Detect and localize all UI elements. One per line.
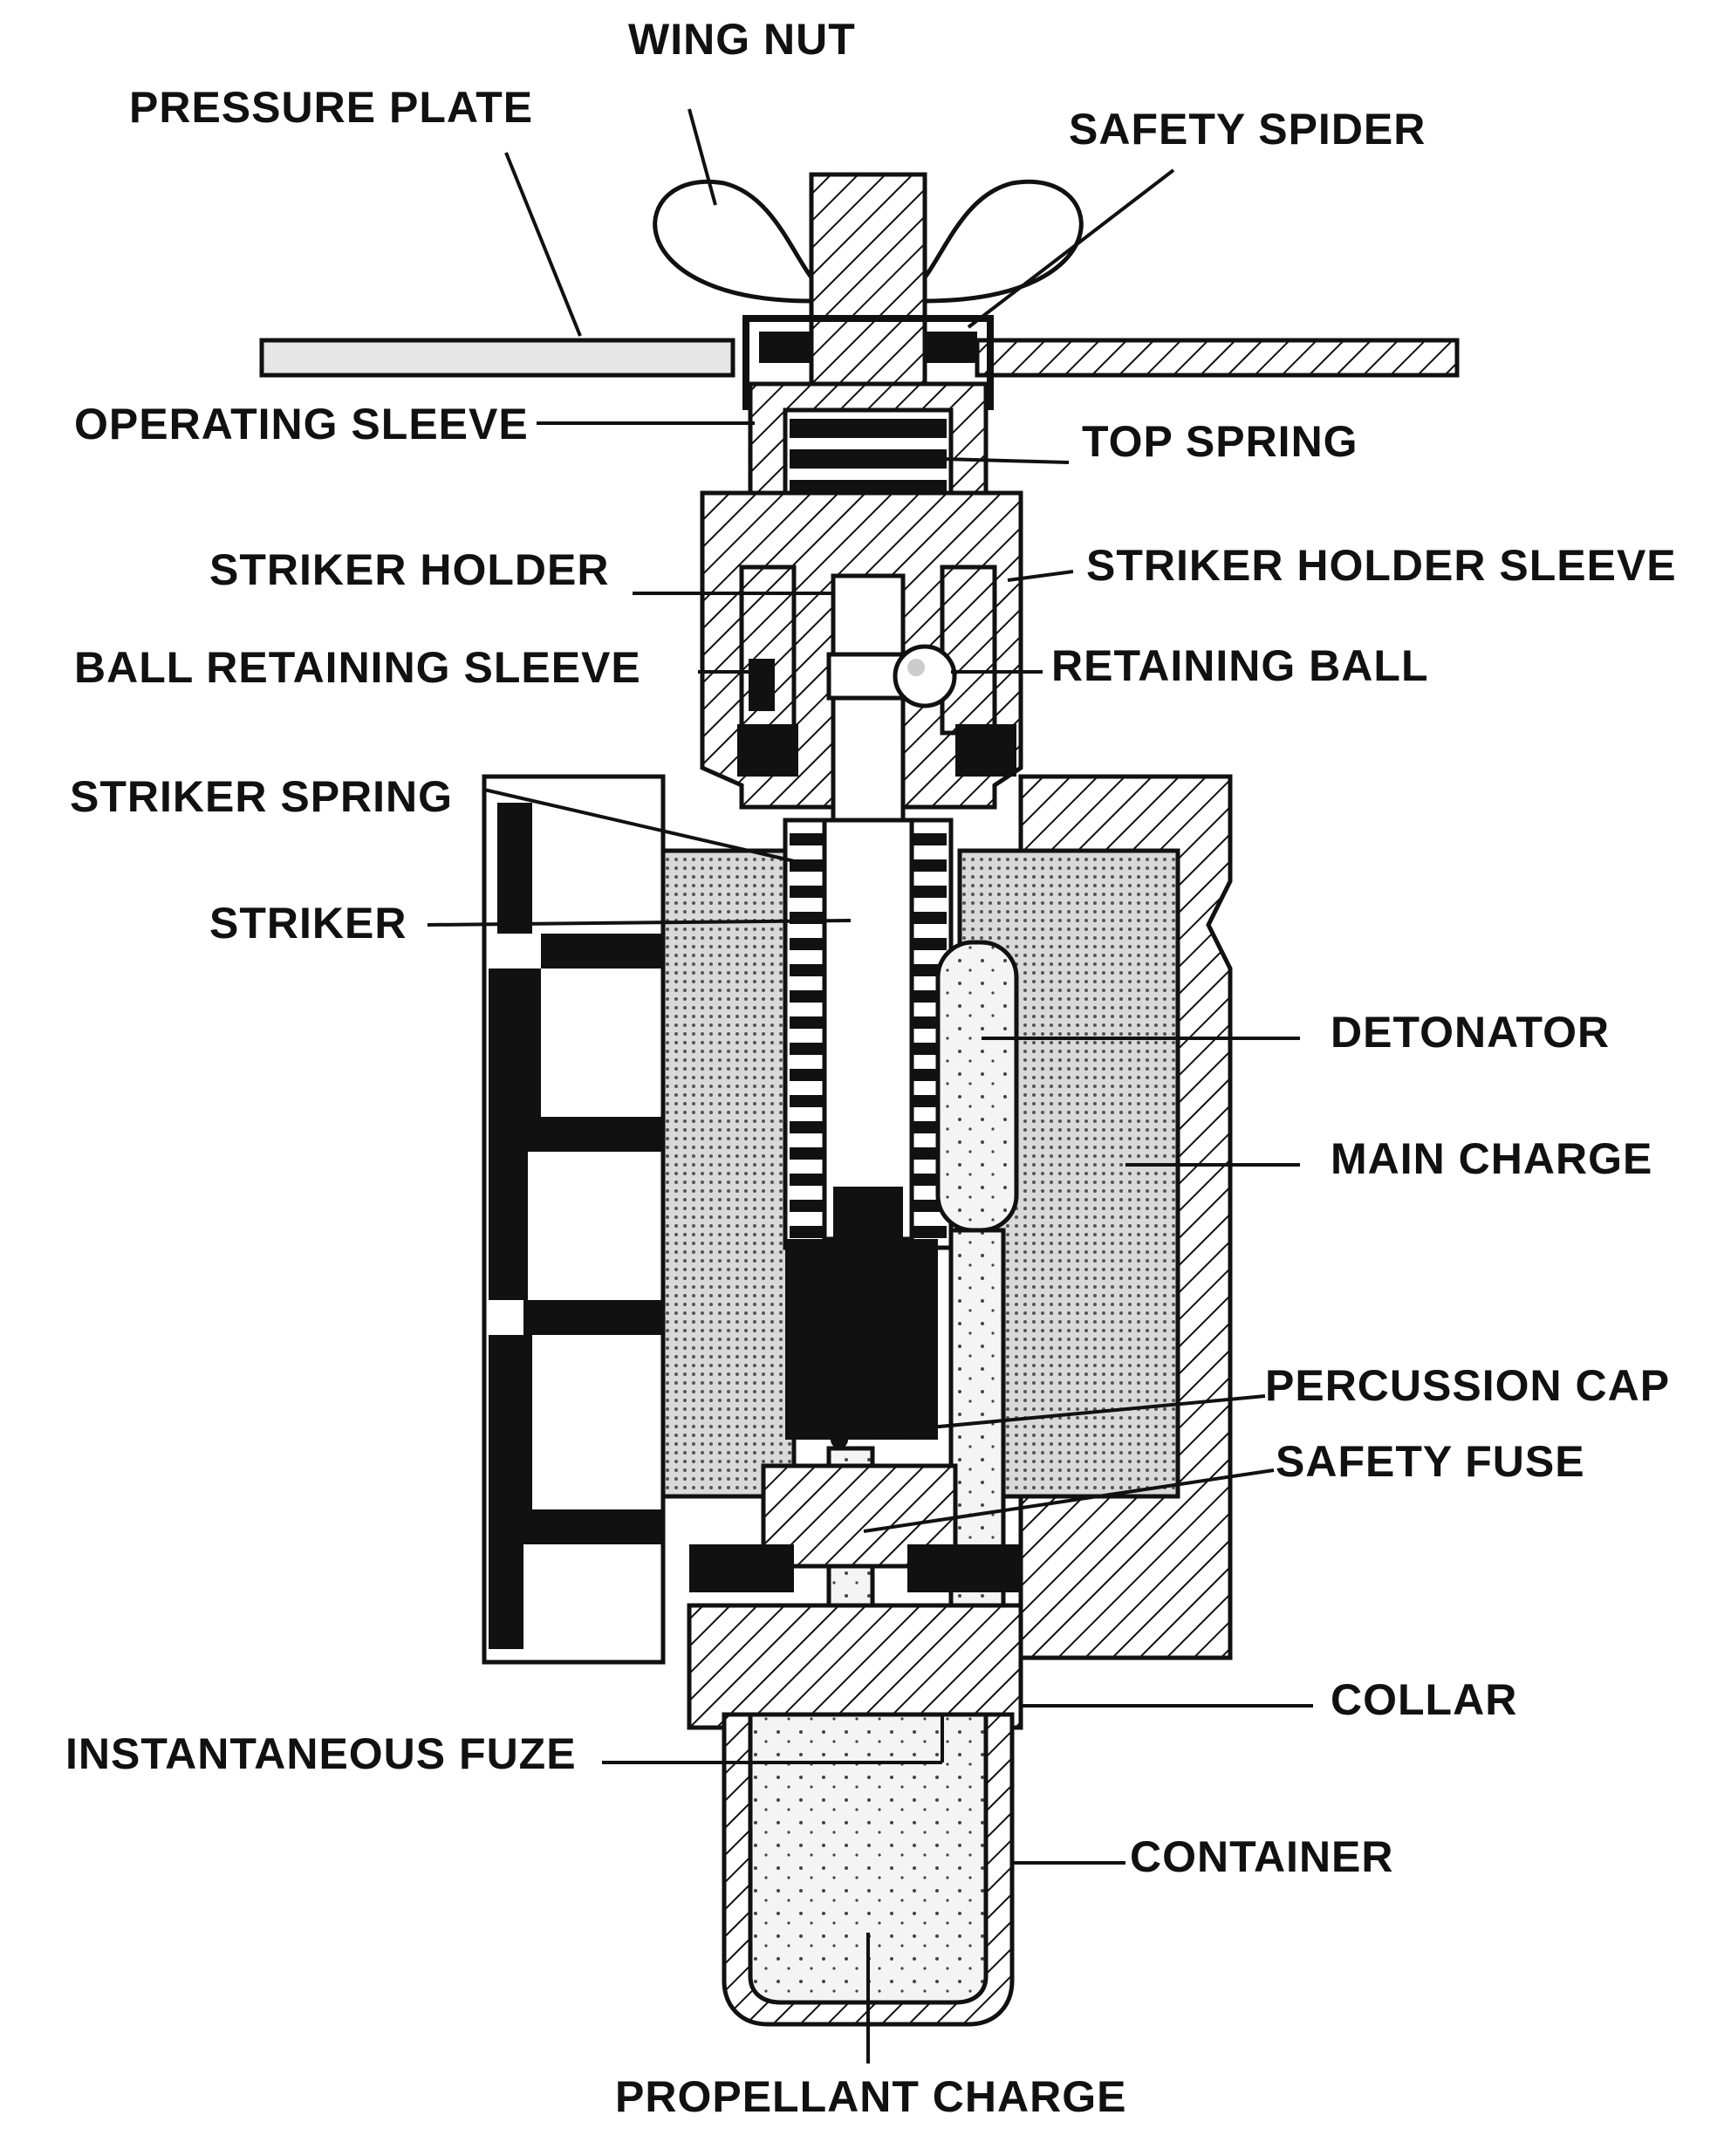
- spring-coil: [790, 886, 824, 898]
- spring-coil: [790, 1095, 824, 1107]
- safety-spider: [742, 315, 994, 410]
- spring-coil: [790, 1121, 824, 1133]
- striker-weight: [785, 1239, 938, 1440]
- spring-coil: [790, 964, 824, 976]
- spring-coil: [912, 1226, 947, 1238]
- label-percussion-cap: PERCUSSION CAP: [1265, 1361, 1670, 1410]
- spring-coil: [790, 990, 824, 1003]
- lower-housing: [689, 1463, 1021, 1592]
- collar: [687, 1603, 1023, 1730]
- label-top-spring: TOP SPRING: [1082, 417, 1358, 466]
- label-safety-fuse: SAFETY FUSE: [1276, 1437, 1585, 1486]
- label-ball-retaining-sleeve: BALL RETAINING SLEEVE: [74, 643, 641, 692]
- label-safety-spider: SAFETY SPIDER: [1069, 105, 1426, 154]
- labels: WING NUT PRESSURE PLATE SAFETY SPIDER OP…: [65, 15, 1677, 2121]
- label-collar: COLLAR: [1331, 1675, 1517, 1724]
- pressure-plate: [259, 338, 1460, 378]
- ball-retaining-sleeve: [737, 565, 1016, 777]
- spring-coil: [790, 1016, 824, 1029]
- propellant-charge: [748, 1712, 989, 2005]
- label-striker: STRIKER: [209, 899, 407, 948]
- label-retaining-ball: RETAINING BALL: [1051, 641, 1428, 690]
- label-main-charge: MAIN CHARGE: [1331, 1134, 1652, 1183]
- striker-holder: [826, 573, 910, 832]
- label-striker-spring: STRIKER SPRING: [70, 772, 453, 821]
- label-propellant-charge: PROPELLANT CHARGE: [615, 2072, 1126, 2121]
- label-striker-holder: STRIKER HOLDER: [209, 545, 609, 594]
- spring-coil: [790, 1200, 824, 1212]
- spring-coil: [912, 938, 947, 950]
- spring-coil: [790, 1174, 824, 1186]
- label-wing-nut: WING NUT: [628, 15, 856, 64]
- spring-coil: [912, 912, 947, 924]
- spring-coil: [912, 859, 947, 872]
- label-striker-holder-sleeve: STRIKER HOLDER SLEEVE: [1086, 541, 1677, 590]
- spring-coil: [790, 1069, 824, 1081]
- label-container: CONTAINER: [1130, 1832, 1394, 1881]
- label-pressure-plate: PRESSURE PLATE: [129, 83, 533, 132]
- label-instantaneous-fuze: INSTANTANEOUS FUZE: [65, 1729, 577, 1778]
- spring-coil: [912, 886, 947, 898]
- spring-coil: [790, 833, 824, 845]
- label-detonator: DETONATOR: [1331, 1008, 1610, 1057]
- spring-coil: [790, 1147, 824, 1160]
- mine-body-case: [482, 774, 666, 1665]
- spring-coil: [790, 1043, 824, 1055]
- striker: [822, 818, 914, 1242]
- main-charge: [660, 848, 1180, 1499]
- retaining-ball: [893, 644, 957, 708]
- leader-lines: [427, 108, 1313, 2064]
- label-operating-sleeve: OPERATING SLEEVE: [74, 400, 529, 448]
- spring-coil: [790, 1226, 824, 1238]
- spring-coil: [790, 938, 824, 950]
- percussion-cap: [831, 1431, 848, 1448]
- spring-coil: [912, 833, 947, 845]
